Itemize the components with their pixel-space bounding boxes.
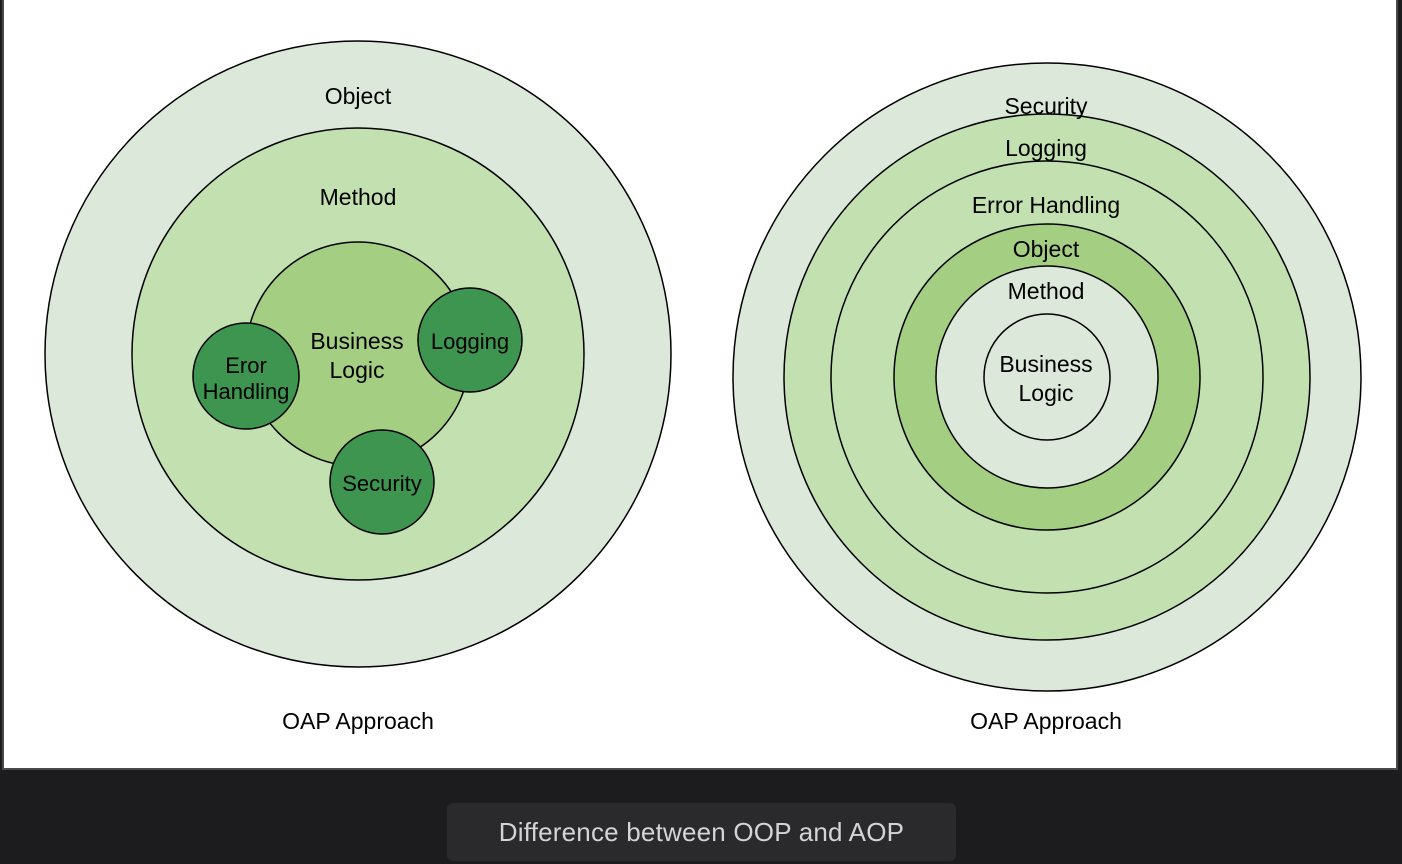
caption-text: Difference between OOP and AOP (498, 816, 905, 847)
left-method-label: Method (320, 184, 397, 210)
caption-box: Difference between OOP and AOP (447, 803, 956, 861)
diagram-svg: Object Method Business Logic Eror Handli… (44, 40, 1362, 734)
right-error-handling-label: Error Handling (972, 192, 1120, 218)
left-business-logic-line1: Business (310, 328, 403, 354)
left-logging-circle (417, 287, 523, 393)
left-approach-label: OAP Approach (282, 708, 434, 734)
right-method-label: Method (1008, 278, 1085, 304)
left-error-handling-circle (192, 322, 300, 430)
left-error-handling-line1: Eror (225, 353, 267, 378)
left-security-label: Security (342, 471, 421, 496)
left-security-circle (329, 429, 435, 535)
right-business-logic-line1: Business (999, 351, 1092, 377)
right-approach-label: OAP Approach (970, 708, 1122, 734)
left-diagram: Object Method Business Logic Eror Handli… (44, 40, 672, 734)
diagram-canvas: Object Method Business Logic Eror Handli… (2, 0, 1398, 770)
right-business-logic-circle (983, 313, 1111, 441)
left-business-logic-line2: Logic (330, 357, 385, 383)
left-object-label: Object (325, 83, 392, 109)
right-logging-label: Logging (1005, 135, 1087, 161)
right-business-logic-line2: Logic (1019, 380, 1074, 406)
left-logging-label: Logging (431, 329, 509, 354)
right-security-label: Security (1004, 93, 1088, 119)
right-object-label: Object (1013, 236, 1080, 262)
left-error-handling-line2: Handling (203, 379, 290, 404)
right-diagram: Security Logging Error Handling Object M… (732, 62, 1362, 734)
